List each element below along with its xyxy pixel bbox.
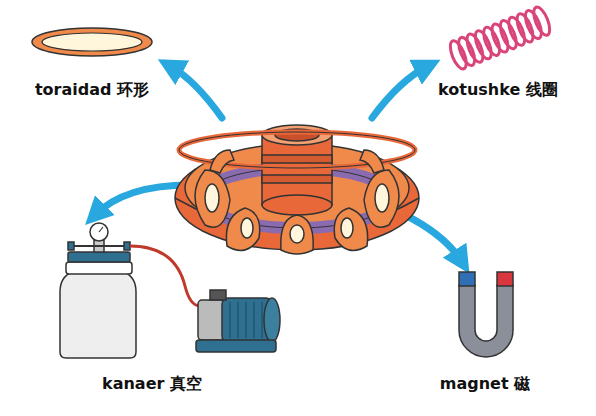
part-label: kotushke 线圈 xyxy=(438,80,558,99)
part-label: kanaer 真空 xyxy=(102,374,202,393)
coil-icon xyxy=(447,5,553,71)
tokamak-illustration xyxy=(175,125,419,254)
arrows xyxy=(95,66,462,262)
magnet-icon xyxy=(459,272,513,357)
vacuum-illustration xyxy=(60,223,280,358)
coil-winding xyxy=(531,5,553,37)
part-label: toraidad 环形 xyxy=(35,80,149,99)
ring-icon xyxy=(32,28,152,56)
part-label: magnet 磁 xyxy=(440,374,530,393)
